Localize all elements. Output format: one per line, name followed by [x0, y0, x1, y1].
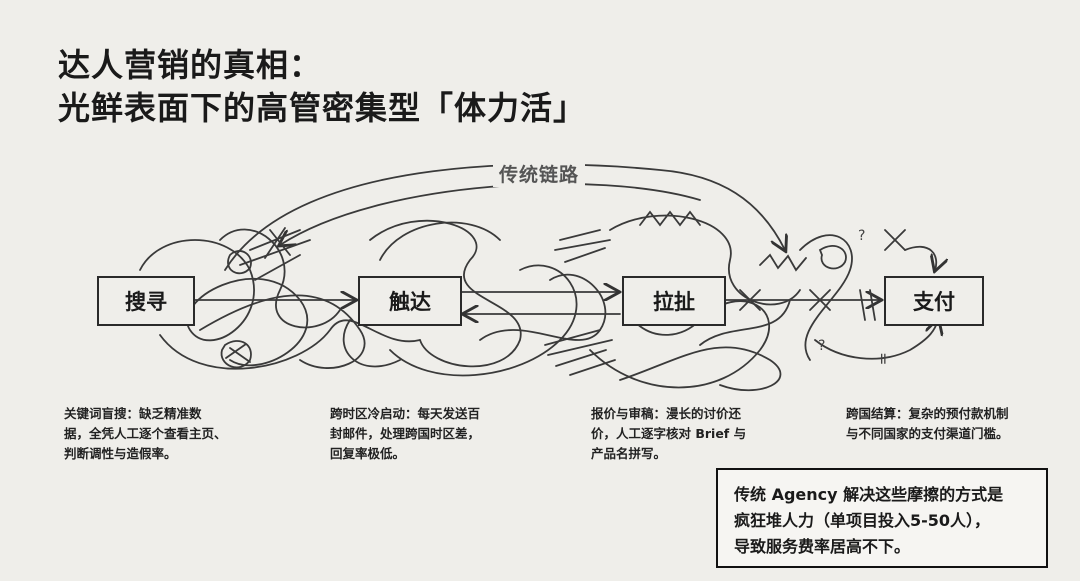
chain-label: 传统链路	[493, 160, 586, 187]
question-mark-bottom: ?	[818, 338, 825, 354]
desc-negotiate-line-1: 报价与审稿：漫长的讨价还	[591, 406, 742, 421]
desc-search: 关键词盲搜：缺乏精准数 据，全凭人工逐个查看主页、 判断调性与造假率。	[64, 404, 227, 464]
desc-reach-line-3: 回复率极低。	[330, 446, 406, 461]
svg-text:?: ?	[858, 228, 865, 244]
node-search: 搜寻	[97, 276, 195, 326]
node-reach: 触达	[358, 276, 462, 326]
callout-line-1: 传统 Agency 解决这些摩擦的方式是	[734, 485, 1004, 504]
top-arc-return	[280, 182, 701, 245]
desc-negotiate-line-2: 价，人工逐字核对 Brief 与	[591, 426, 747, 441]
desc-reach: 跨时区冷启动：每天发送百 封邮件，处理跨国时区差， 回复率极低。	[330, 404, 480, 464]
page-title: 达人营销的真相： 光鲜表面下的高管密集型「体力活」	[58, 44, 586, 130]
node-pay: 支付	[884, 276, 984, 326]
equals-mark: =	[874, 352, 893, 365]
desc-reach-line-1: 跨时区冷启动：每天发送百	[330, 406, 481, 421]
desc-pay: 跨国结算：复杂的预付款机制 与不同国家的支付渠道门槛。	[846, 404, 1009, 444]
title-line-1: 达人营销的真相：	[58, 46, 323, 84]
svg-text:=: =	[874, 352, 893, 365]
question-mark-top: ?	[858, 228, 865, 244]
svg-text:?: ?	[818, 338, 825, 354]
agency-callout: 传统 Agency 解决这些摩擦的方式是 疯狂堆人力（单项目投入5-50人）， …	[716, 468, 1048, 568]
desc-negotiate-line-3: 产品名拼写。	[591, 446, 667, 461]
title-line-2: 光鲜表面下的高管密集型「体力活」	[58, 89, 587, 127]
desc-negotiate: 报价与审稿：漫长的讨价还 价，人工逐字核对 Brief 与 产品名拼写。	[591, 404, 746, 464]
desc-search-line-2: 据，全凭人工逐个查看主页、	[64, 426, 227, 441]
desc-search-line-1: 关键词盲搜：缺乏精准数	[64, 406, 202, 421]
callout-line-2: 疯狂堆人力（单项目投入5-50人），	[734, 511, 991, 530]
desc-search-line-3: 判断调性与造假率。	[64, 446, 177, 461]
desc-reach-line-2: 封邮件，处理跨国时区差，	[330, 426, 481, 441]
callout-line-3: 导致服务费率居高不下。	[734, 537, 911, 556]
desc-pay-line-1: 跨国结算：复杂的预付款机制	[846, 406, 1009, 421]
desc-pay-line-2: 与不同国家的支付渠道门槛。	[846, 426, 1009, 441]
top-arc	[224, 163, 785, 271]
node-negotiate: 拉扯	[622, 276, 726, 326]
